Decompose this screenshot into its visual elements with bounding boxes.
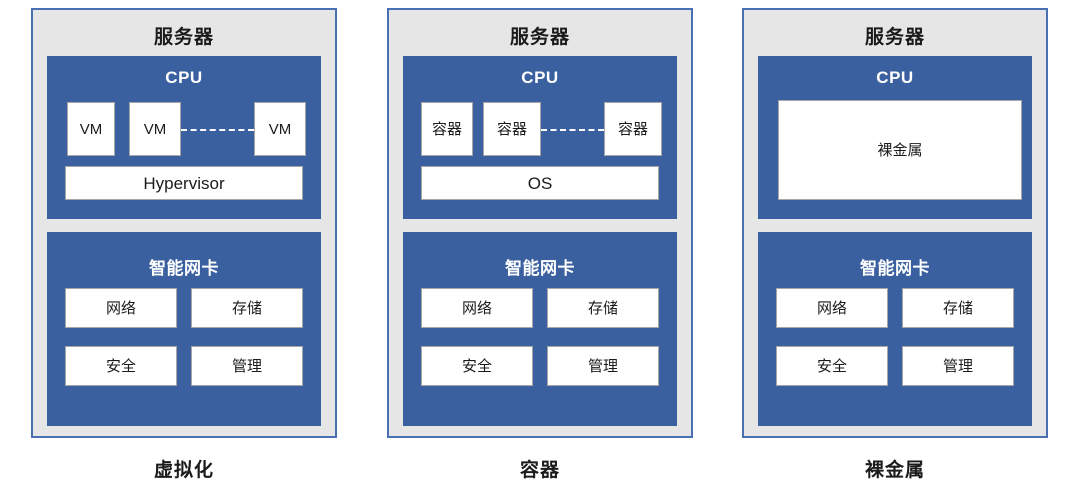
panel-caption-bare-metal: 裸金属: [864, 460, 925, 481]
nic-function-storage: 存储: [902, 288, 1014, 328]
dashed-connector-icon: [181, 129, 254, 131]
nic-function-security: 安全: [421, 346, 533, 386]
smartnic-block-virtualization: 智能网卡 网络 存储 安全 管理: [47, 232, 321, 426]
smartnic-label: 智能网卡: [505, 259, 575, 278]
server-title: 服务器: [153, 27, 214, 48]
workload-box-vm-3: VM: [254, 102, 306, 156]
nic-function-network: 网络: [65, 288, 177, 328]
server-panel-bare-metal: 服务器 CPU 裸金属 智能网卡 网络 存储 安全 管理: [742, 8, 1048, 438]
server-panel-container: 服务器 CPU 容器 容器 容器 OS 智能网卡 网络 存储 安全 管理: [387, 8, 693, 438]
nic-function-storage: 存储: [547, 288, 659, 328]
cpu-block-container: CPU 容器 容器 容器 OS: [403, 56, 677, 219]
nic-function-network: 网络: [421, 288, 533, 328]
smartnic-block-bare-metal: 智能网卡 网络 存储 安全 管理: [758, 232, 1032, 426]
runtime-box-hypervisor: Hypervisor: [65, 166, 303, 200]
server-title: 服务器: [509, 27, 570, 48]
panel-caption-virtualization: 虚拟化: [153, 460, 214, 481]
cpu-label: CPU: [876, 68, 914, 87]
nic-function-management: 管理: [902, 346, 1014, 386]
nic-function-security: 安全: [776, 346, 888, 386]
nic-function-management: 管理: [547, 346, 659, 386]
runtime-box-os: OS: [421, 166, 659, 200]
workload-box-bare-metal: 裸金属: [778, 100, 1022, 200]
cpu-block-bare-metal: CPU 裸金属: [758, 56, 1032, 219]
cpu-label: CPU: [165, 68, 203, 87]
nic-function-security: 安全: [65, 346, 177, 386]
smartnic-block-container: 智能网卡 网络 存储 安全 管理: [403, 232, 677, 426]
nic-function-management: 管理: [191, 346, 303, 386]
nic-function-network: 网络: [776, 288, 888, 328]
workload-box-container-2: 容器: [483, 102, 541, 156]
cpu-label: CPU: [521, 68, 559, 87]
workload-box-container-1: 容器: [421, 102, 473, 156]
server-panel-virtualization: 服务器 CPU VM VM VM Hypervisor 智能网卡 网络 存储 安…: [31, 8, 337, 438]
workload-box-vm-2: VM: [129, 102, 181, 156]
workload-box-vm-1: VM: [67, 102, 115, 156]
panel-caption-container: 容器: [519, 460, 560, 481]
smartnic-label: 智能网卡: [860, 259, 930, 278]
cpu-block-virtualization: CPU VM VM VM Hypervisor: [47, 56, 321, 219]
smartnic-label: 智能网卡: [149, 259, 219, 278]
server-title: 服务器: [864, 27, 925, 48]
workload-box-container-3: 容器: [604, 102, 662, 156]
nic-function-storage: 存储: [191, 288, 303, 328]
dashed-connector-icon: [541, 129, 604, 131]
